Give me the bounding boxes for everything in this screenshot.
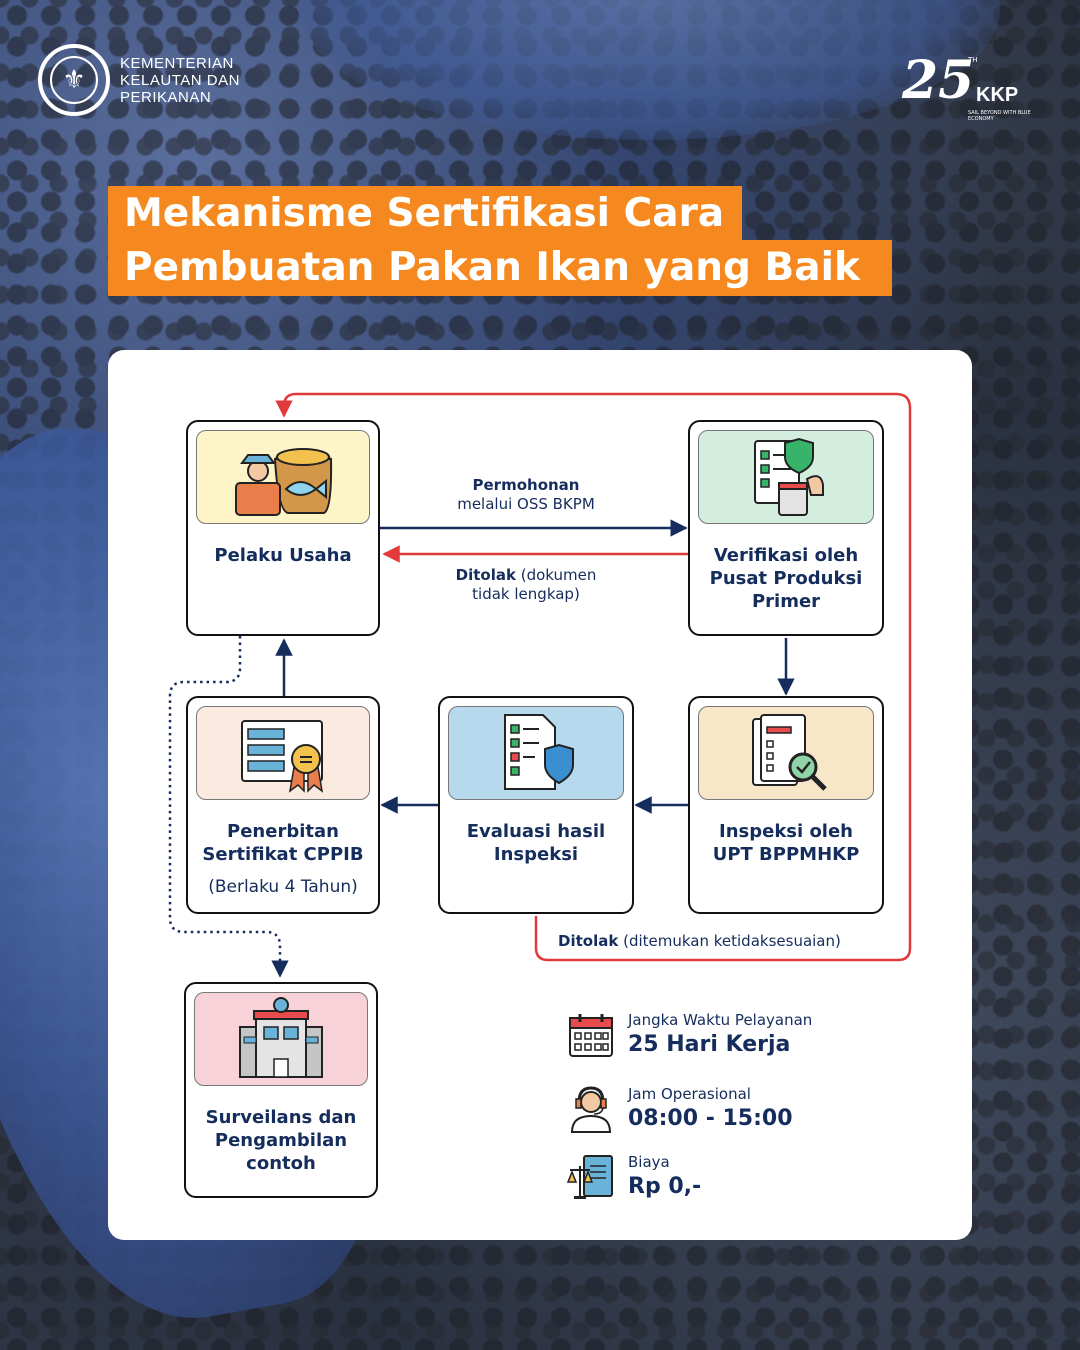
step-note: (Berlaku 4 Tahun) [208,877,358,897]
step-pelaku-usaha: Pelaku Usaha [186,420,380,636]
flow-connectors [168,392,912,978]
step-label: Penerbitan Sertifikat CPPIB [202,821,364,865]
info-service-duration: Jangka Waktu Pelayanan 25 Hari Kerja [566,1010,812,1060]
arrow-ditolak-ketidaksesuaian [275,392,912,962]
info-operating-hours: Jam Operasional 08:00 - 15:00 [566,1084,793,1134]
illustration-panel [196,706,370,800]
step-inspeksi: Inspeksi oleh UPT BPPMHKP [688,696,884,914]
illustration-panel [698,706,874,800]
checklist-approval-icon [754,437,824,516]
checklist-shield-icon [504,714,574,790]
garuda-emblem-icon: ⚜ [38,44,110,116]
customer-service-icon [570,1086,612,1133]
step-label: Surveilans dan Pengambilan contoh [205,1107,357,1174]
government-building-icon [239,997,323,1078]
illustration-panel [196,430,370,524]
step-label: Verifikasi oleh Pusat Produksi Primer [709,545,863,612]
label-permohonan: Permohonan melalui OSS BKPM [457,476,595,513]
illustration-panel [698,430,874,524]
label-ditolak-dokumen: Ditolak (dokumen tidak lengkap) [455,566,597,603]
step-evaluasi: Evaluasi hasil Inspeksi [438,696,634,914]
step-surveilans: Surveilans dan Pengambilan contoh [184,982,378,1198]
ministry-name: KEMENTERIAN KELAUTAN DAN PERIKANAN [120,54,240,106]
info-cost: Biaya Rp 0,- [566,1152,701,1202]
calendar-icon [569,1014,613,1057]
step-verifikasi: Verifikasi oleh Pusat Produksi Primer [688,420,884,636]
label-ditolak-ketidaksesuaian: Ditolak (ditemukan ketidaksesuaian) [558,932,841,950]
arrow-surveilans [168,636,289,978]
fish-farmer-icon [235,448,333,516]
flow-card: Pelaku Usaha Verifikasi oleh Pusat Produ… [108,350,972,1240]
page-title-line-2: Pembuatan Pakan Ikan yang Baik [108,240,892,296]
step-label: Pelaku Usaha [214,545,352,566]
step-penerbitan-sertifikat: Penerbitan Sertifikat CPPIB (Berlaku 4 T… [186,696,380,914]
ministry-logo: ⚜ KEMENTERIAN KELAUTAN DAN PERIKANAN [38,44,240,116]
page-title-line-1: Mekanisme Sertifikasi Cara [108,186,742,242]
step-label: Evaluasi hasil Inspeksi [466,821,606,865]
illustration-panel [194,992,368,1086]
certificate-icon [241,720,324,793]
anniversary-logo: 25 TH KKP SAIL BEYOND WITH BLUE ECONOMY [902,50,1031,122]
document-magnifier-icon [752,714,827,791]
illustration-panel [448,706,624,800]
scale-document-icon [566,1155,613,1199]
step-label: Inspeksi oleh UPT BPPMHKP [712,821,860,865]
